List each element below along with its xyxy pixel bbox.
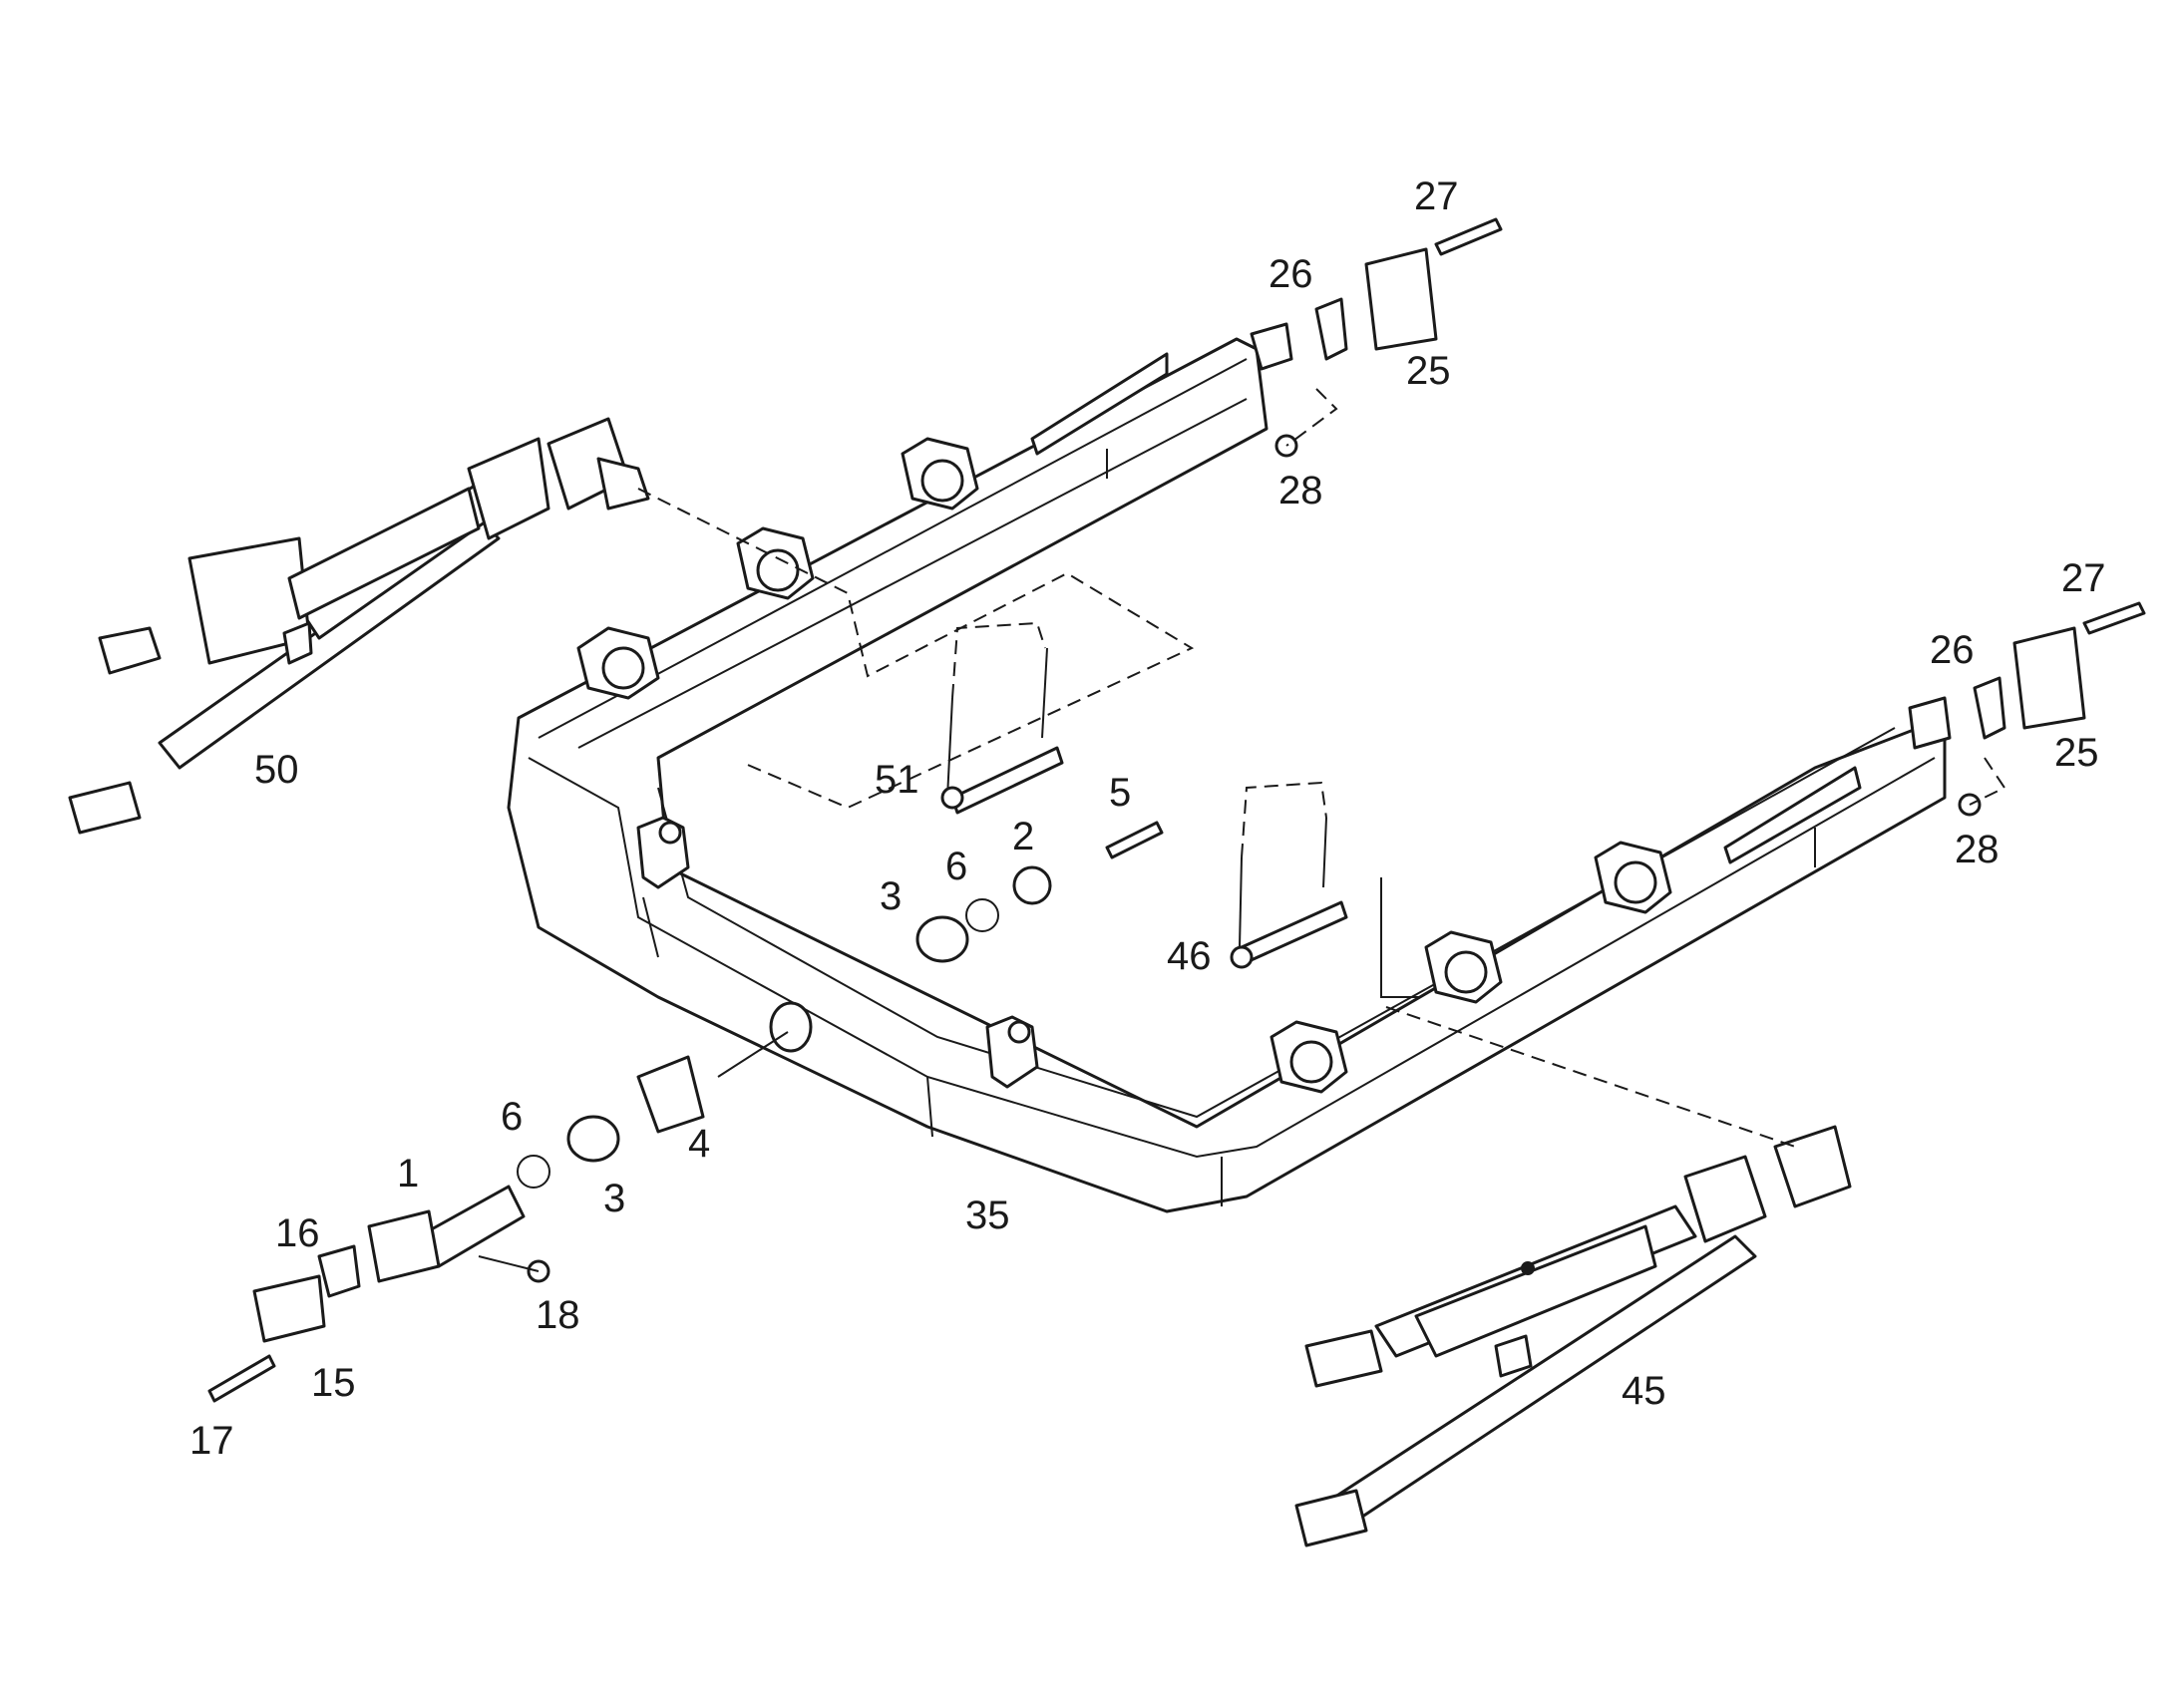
small-parts-upper-right-1 bbox=[1274, 217, 1503, 458]
callout-27a: 27 bbox=[1414, 174, 1459, 218]
pin-46 bbox=[1230, 781, 1348, 969]
callout-35: 35 bbox=[965, 1194, 1010, 1237]
callout-5: 5 bbox=[1109, 771, 1131, 815]
small-parts-upper-right-2 bbox=[1958, 601, 2146, 817]
callout-25a: 25 bbox=[1406, 349, 1451, 393]
small-parts-lower-left bbox=[207, 1055, 705, 1403]
callout-51: 51 bbox=[875, 758, 919, 802]
callout-17: 17 bbox=[189, 1419, 234, 1463]
callout-3a: 3 bbox=[880, 874, 902, 918]
callout-46: 46 bbox=[1167, 934, 1212, 978]
main-frame bbox=[507, 322, 1952, 1213]
callout-28a: 28 bbox=[1278, 469, 1323, 512]
callout-50: 50 bbox=[254, 748, 299, 792]
callout-2: 2 bbox=[1012, 815, 1034, 858]
callout-16: 16 bbox=[275, 1211, 320, 1255]
cylinder-assembly-45 bbox=[1294, 1125, 1852, 1547]
callout-26a: 26 bbox=[1269, 252, 1313, 296]
small-parts-center bbox=[915, 821, 1164, 963]
callout-26b: 26 bbox=[1930, 628, 1975, 672]
cylinder-assembly-50 bbox=[68, 417, 650, 835]
leader-lines bbox=[478, 388, 2006, 1272]
callout-6a: 6 bbox=[945, 845, 967, 888]
callout-4: 4 bbox=[688, 1122, 710, 1166]
callout-1: 1 bbox=[397, 1152, 419, 1196]
callout-6b: 6 bbox=[501, 1095, 523, 1139]
callout-15: 15 bbox=[311, 1361, 356, 1405]
bearing-block-group-upper bbox=[576, 437, 979, 700]
callout-3b: 3 bbox=[603, 1177, 625, 1220]
callout-45: 45 bbox=[1622, 1369, 1666, 1413]
callout-27b: 27 bbox=[2061, 556, 2106, 600]
pin-51 bbox=[940, 621, 1064, 815]
callout-28b: 28 bbox=[1955, 828, 1999, 871]
callout-18: 18 bbox=[536, 1293, 580, 1337]
bearing-block-group-lower bbox=[1270, 841, 1672, 1094]
callout-labels: 1 2 3 3 4 5 6 6 15 16 17 18 25 25 26 26 … bbox=[189, 174, 2106, 1463]
callout-25b: 25 bbox=[2054, 731, 2099, 775]
